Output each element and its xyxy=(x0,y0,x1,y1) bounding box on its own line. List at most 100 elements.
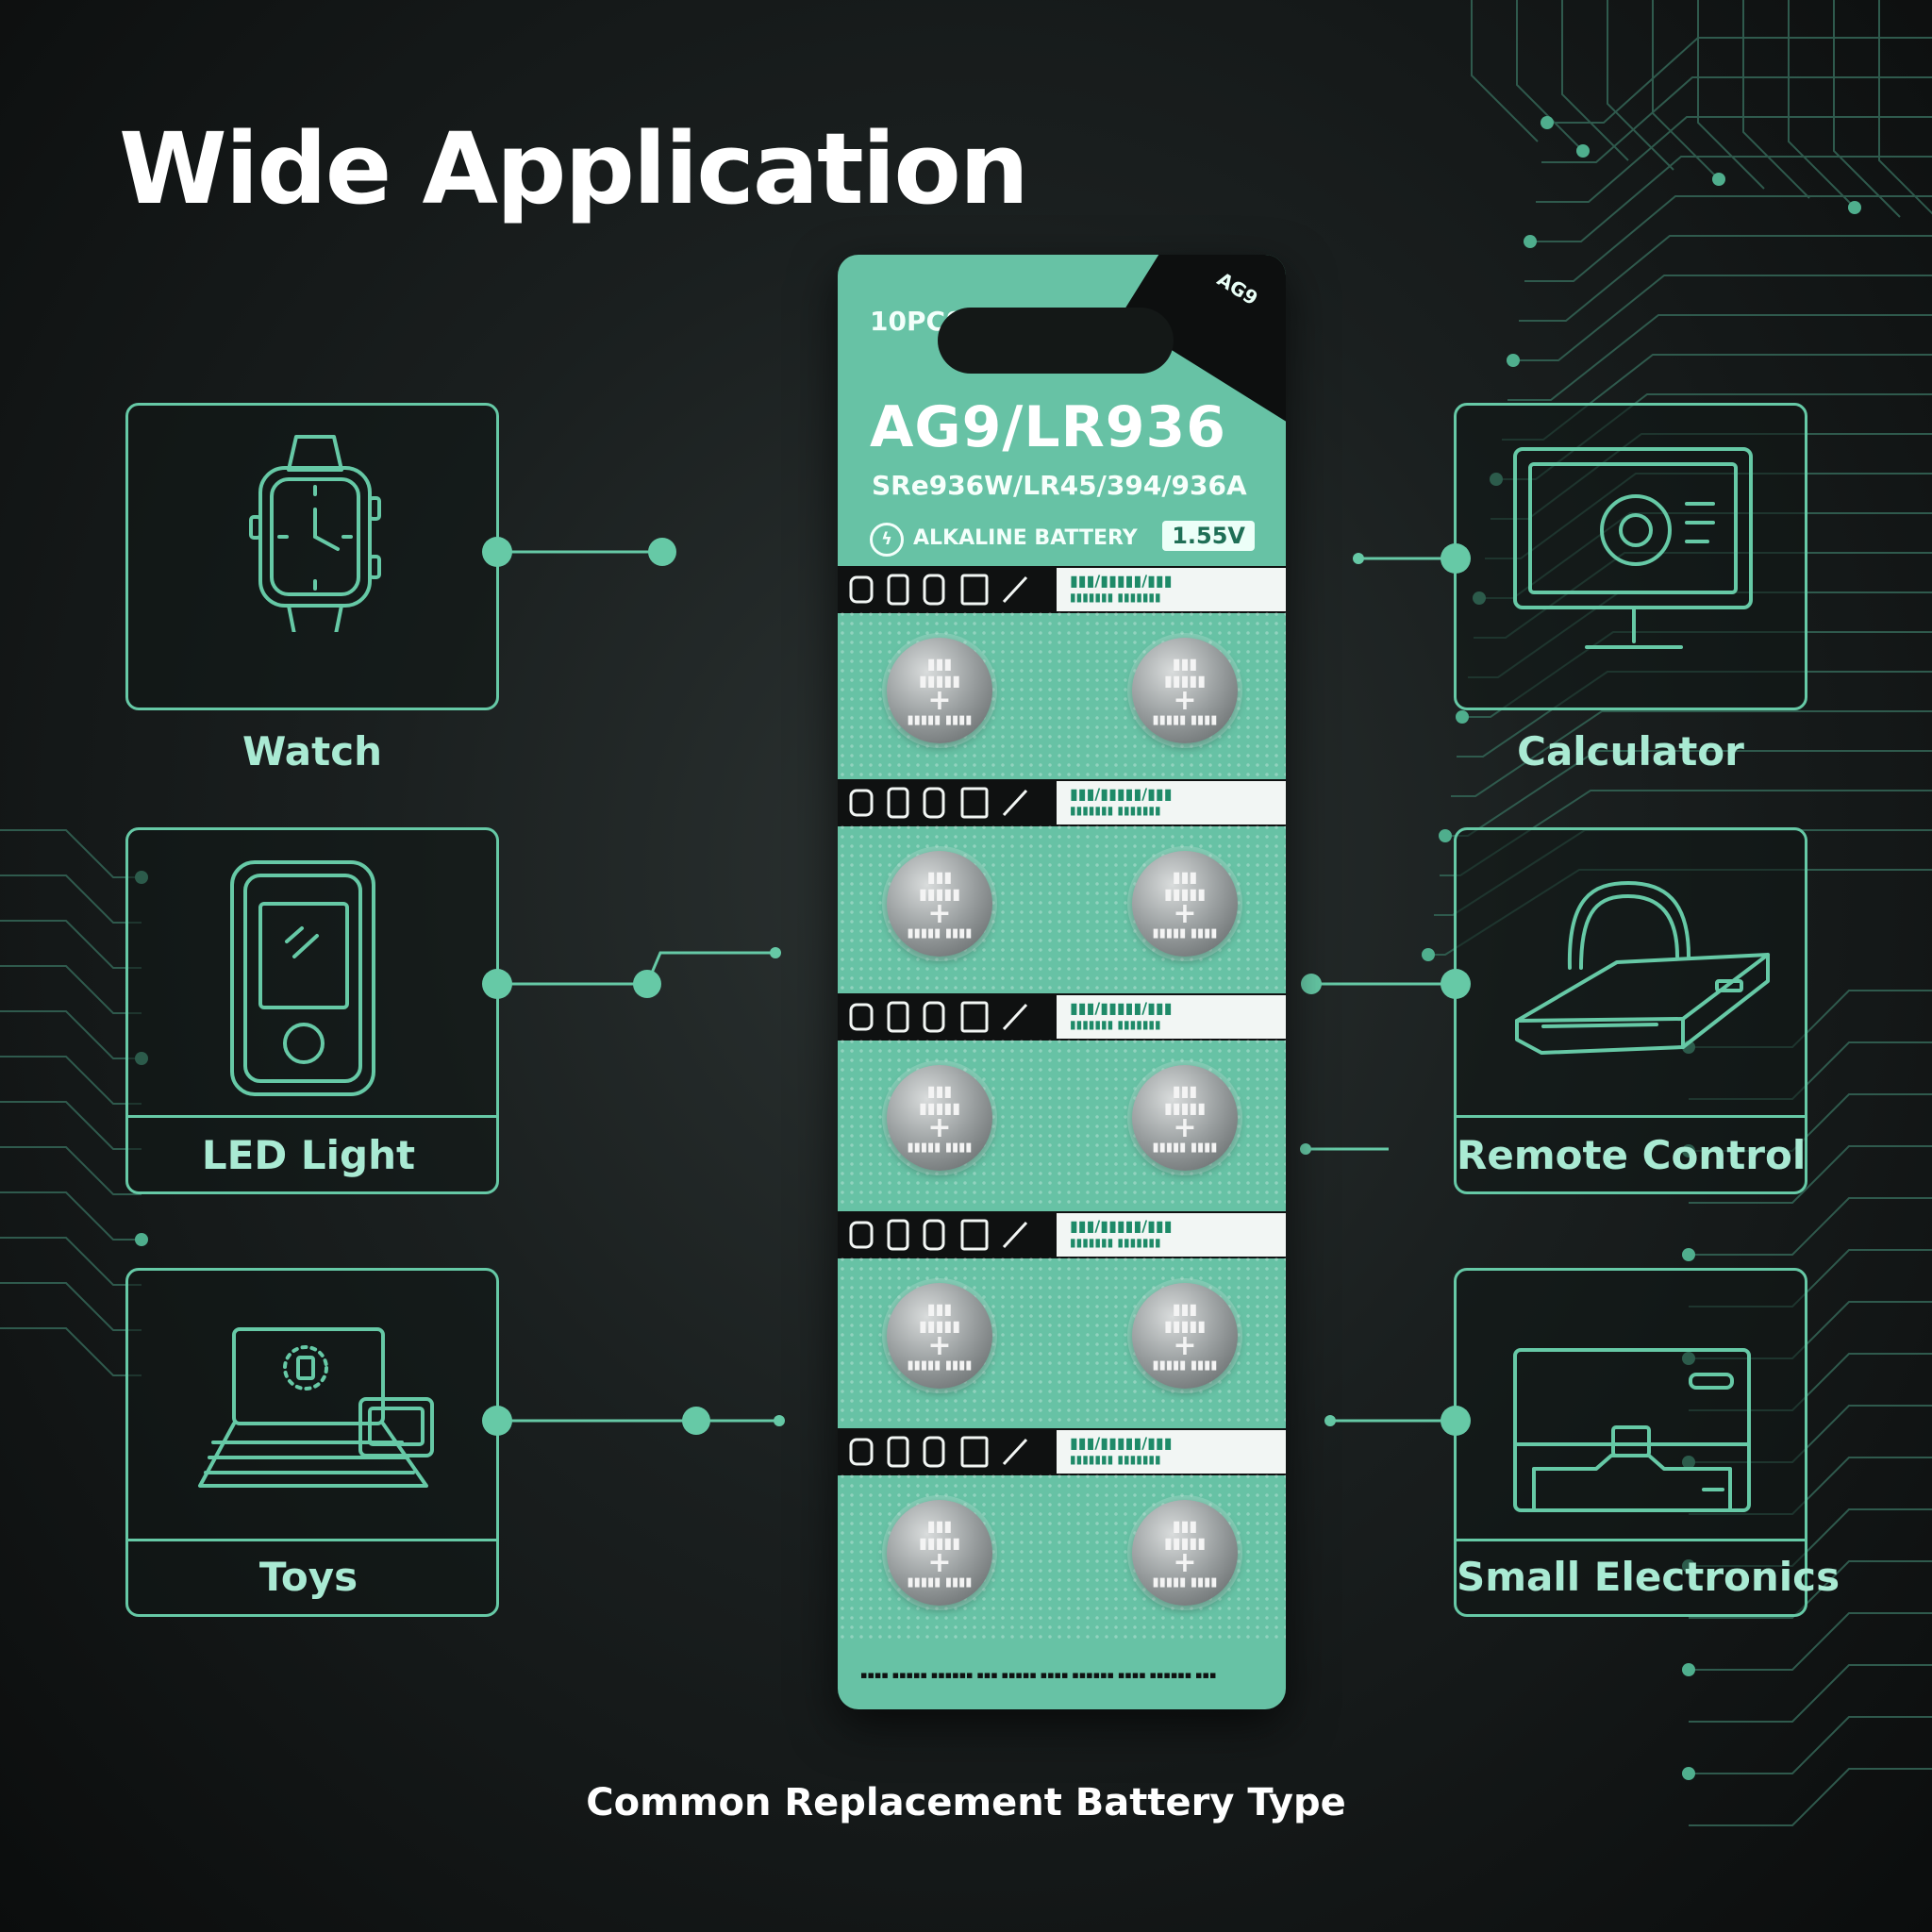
circuit-trace xyxy=(1530,156,1932,242)
circuit-trace xyxy=(1561,0,1629,161)
coin-cell: ▮▮▮▮▮▮▮▮+▮▮▮▮▮ ▮▮▮▮ xyxy=(887,1065,992,1171)
circuit-node xyxy=(1848,201,1861,214)
coin-row: ▮▮▮▮▮▮▮▮+▮▮▮▮▮ ▮▮▮▮ ▮▮▮▮▮▮▮▮+▮▮▮▮▮ ▮▮▮▮ xyxy=(838,1037,1286,1207)
circuit-trace xyxy=(1742,0,1810,199)
device-icon xyxy=(1513,1348,1751,1512)
coin-row: ▮▮▮▮▮▮▮▮+▮▮▮▮▮ ▮▮▮▮ ▮▮▮▮▮▮▮▮+▮▮▮▮▮ ▮▮▮▮ xyxy=(838,823,1286,992)
circuit-trace xyxy=(1689,1716,1932,1774)
circuit-trace xyxy=(0,829,142,878)
circuit-trace xyxy=(0,1191,142,1241)
tile-divider xyxy=(1457,1539,1805,1541)
tile-divider xyxy=(128,1115,496,1118)
strip-spec-model: ▮▮▮/▮▮▮▮▮/▮▮▮ xyxy=(1070,572,1173,590)
circuit-trace xyxy=(1524,195,1932,282)
circuit-trace xyxy=(1878,0,1932,215)
circuit-trace xyxy=(0,874,142,924)
circuit-node xyxy=(1439,829,1452,842)
strip-spec: ▮▮▮/▮▮▮▮▮/▮▮▮▮▮▮▮▮▮▮ ▮▮▮▮▮▮▮ xyxy=(1057,568,1286,611)
circuit-trace xyxy=(0,965,142,1014)
circuit-node xyxy=(1682,1663,1695,1676)
coin-cell: ▮▮▮▮▮▮▮▮+▮▮▮▮▮ ▮▮▮▮ xyxy=(887,851,992,957)
brand-logo-icon: ϟ xyxy=(870,523,904,557)
card-type-row: ϟ ALKALINE BATTERY 1.55V xyxy=(870,521,1266,562)
coin-cell: ▮▮▮▮▮▮▮▮+▮▮▮▮▮ ▮▮▮▮ xyxy=(887,638,992,743)
battery-card: AG9 10PCS AG9/LR936 SRe936W/LR45/394/936… xyxy=(838,255,1286,1709)
circuit-node xyxy=(1456,710,1469,724)
usage-strip: ▮▮▮/▮▮▮▮▮/▮▮▮▮▮▮▮▮▮▮ ▮▮▮▮▮▮▮ xyxy=(838,566,1286,613)
circuit-trace xyxy=(0,1282,142,1331)
strip-spec-model: ▮▮▮/▮▮▮▮▮/▮▮▮ xyxy=(1070,1434,1173,1452)
page-title: Wide Application xyxy=(119,111,1029,226)
strip-spec-type: ▮▮▮▮▮▮▮ ▮▮▮▮▮▮▮ xyxy=(1070,1453,1161,1466)
circuit-node xyxy=(1541,116,1554,129)
strip-spec-type: ▮▮▮▮▮▮▮ ▮▮▮▮▮▮▮ xyxy=(1070,591,1161,604)
coin-cell: ▮▮▮▮▮▮▮▮+▮▮▮▮▮ ▮▮▮▮ xyxy=(1132,1500,1238,1606)
strip-spec: ▮▮▮/▮▮▮▮▮/▮▮▮▮▮▮▮▮▮▮ ▮▮▮▮▮▮▮ xyxy=(1057,781,1286,824)
circuit-trace xyxy=(0,1056,142,1105)
usage-icons xyxy=(849,574,1028,606)
strip-spec-model: ▮▮▮/▮▮▮▮▮/▮▮▮ xyxy=(1070,1217,1173,1235)
plus-icon: + xyxy=(927,1546,952,1579)
circuit-trace xyxy=(0,920,142,969)
strip-spec: ▮▮▮/▮▮▮▮▮/▮▮▮▮▮▮▮▮▮▮ ▮▮▮▮▮▮▮ xyxy=(1057,995,1286,1039)
tile-label-remote-control: Remote Control xyxy=(1457,1132,1807,1178)
circuit-trace xyxy=(1547,37,1932,124)
circuit-trace xyxy=(0,1237,142,1286)
strip-spec-model: ▮▮▮/▮▮▮▮▮/▮▮▮ xyxy=(1070,785,1173,803)
coin-row: ▮▮▮▮▮▮▮▮+▮▮▮▮▮ ▮▮▮▮ ▮▮▮▮▮▮▮▮+▮▮▮▮▮ ▮▮▮▮ xyxy=(838,609,1286,779)
usage-icons xyxy=(849,1001,1028,1033)
strip-spec: ▮▮▮/▮▮▮▮▮/▮▮▮▮▮▮▮▮▮▮ ▮▮▮▮▮▮▮ xyxy=(1057,1430,1286,1474)
strip-spec-type: ▮▮▮▮▮▮▮ ▮▮▮▮▮▮▮ xyxy=(1070,804,1161,817)
plus-icon: + xyxy=(927,1111,952,1144)
tile-divider xyxy=(1457,1115,1805,1118)
plus-icon: + xyxy=(1173,1546,1197,1579)
tile-label-led-light: LED Light xyxy=(201,1132,416,1178)
circuit-trace xyxy=(1516,0,1584,152)
tile-label-watch: Watch xyxy=(242,728,383,774)
circuit-trace xyxy=(1833,0,1901,218)
circuit-trace xyxy=(1689,1560,1932,1619)
tile-label-calculator: Calculator xyxy=(1517,728,1744,774)
tile-label-small-electronics: Small Electronics xyxy=(1457,1554,1840,1600)
circuit-trace xyxy=(1788,0,1856,208)
tile-toys: Toys xyxy=(125,1268,499,1617)
coin-cell: ▮▮▮▮▮▮▮▮+▮▮▮▮▮ ▮▮▮▮ xyxy=(1132,638,1238,743)
coin-row: ▮▮▮▮▮▮▮▮+▮▮▮▮▮ ▮▮▮▮▮▮▮▮▮▮▮▮+▮▮▮▮▮ ▮▮▮▮ xyxy=(838,1472,1286,1641)
strip-spec-model: ▮▮▮/▮▮▮▮▮/▮▮▮ xyxy=(1070,999,1173,1017)
circuit-node xyxy=(135,1233,148,1246)
circuit-trace xyxy=(1541,76,1932,163)
tile-remote-control: Remote Control xyxy=(1454,827,1807,1194)
card-equivalents: SRe936W/LR45/394/936A xyxy=(872,470,1247,501)
usage-icons xyxy=(849,787,1028,819)
strip-spec-type: ▮▮▮▮▮▮▮ ▮▮▮▮▮▮▮ xyxy=(1070,1236,1161,1249)
card-model: AG9/LR936 xyxy=(870,394,1227,460)
phone-icon xyxy=(230,860,375,1096)
coin-row: ▮▮▮▮▮▮▮▮+▮▮▮▮▮ ▮▮▮▮▮▮▮▮▮▮▮▮+▮▮▮▮▮ ▮▮▮▮ xyxy=(838,1255,1286,1424)
tile-led-light: LED Light xyxy=(125,827,499,1194)
usage-strip: ▮▮▮/▮▮▮▮▮/▮▮▮▮▮▮▮▮▮▮ ▮▮▮▮▮▮▮ xyxy=(838,779,1286,826)
strip-spec-type: ▮▮▮▮▮▮▮ ▮▮▮▮▮▮▮ xyxy=(1070,1018,1161,1031)
card-voltage: 1.55V xyxy=(1162,521,1255,551)
hang-slot xyxy=(938,308,1174,374)
plus-icon: + xyxy=(927,897,952,930)
page-caption: Common Replacement Battery Type xyxy=(586,1781,1346,1824)
card-battery-type: ALKALINE BATTERY xyxy=(913,526,1138,550)
circuit-trace xyxy=(0,1327,142,1376)
circuit-trace xyxy=(1513,275,1932,361)
plus-icon: + xyxy=(1173,1111,1197,1144)
circuit-node xyxy=(1524,235,1537,248)
circuit-trace xyxy=(1689,1664,1932,1723)
circuit-node xyxy=(1507,354,1520,367)
coin-cell: ▮▮▮▮▮▮▮▮+▮▮▮▮▮ ▮▮▮▮ xyxy=(1132,851,1238,957)
circuit-trace xyxy=(0,1010,142,1059)
circuit-trace xyxy=(0,1146,142,1195)
tile-divider xyxy=(128,1539,496,1541)
coin-cell: ▮▮▮▮▮▮▮▮+▮▮▮▮▮ ▮▮▮▮ xyxy=(1132,1065,1238,1171)
watch-icon xyxy=(249,435,381,632)
monitor-icon xyxy=(1513,447,1753,649)
circuit-trace xyxy=(1536,116,1932,203)
usage-strip: ▮▮▮/▮▮▮▮▮/▮▮▮▮▮▮▮▮▮▮ ▮▮▮▮▮▮▮ xyxy=(838,1428,1286,1475)
usage-icons xyxy=(849,1436,1028,1468)
tile-watch: Watch xyxy=(125,403,499,774)
usage-strip: ▮▮▮/▮▮▮▮▮/▮▮▮▮▮▮▮▮▮▮ ▮▮▮▮▮▮▮ xyxy=(838,993,1286,1041)
